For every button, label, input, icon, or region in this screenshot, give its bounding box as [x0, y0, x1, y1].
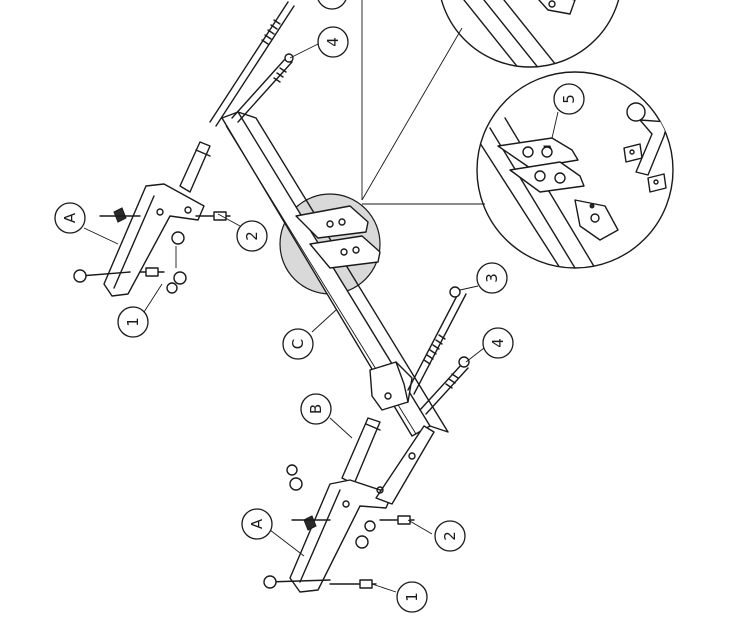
detail-view-bracket [476, 71, 674, 269]
upper-side-bracket [73, 183, 231, 297]
callout-label: 1 [403, 592, 421, 602]
callout-1-upper: 1 [117, 306, 149, 338]
callout-C: C [282, 328, 314, 360]
callout-2-lower: 2 [434, 520, 466, 552]
callout-A-upper: A [54, 202, 86, 234]
callout-B: B [300, 393, 332, 425]
tube-bracket-plates [295, 205, 381, 269]
callout-label: C [289, 339, 307, 349]
callout-2-upper: 2 [236, 220, 268, 252]
callout-3-lower: 3 [476, 262, 508, 294]
callout-label: A [248, 518, 266, 529]
callout-4-upper: 4 [317, 26, 349, 58]
callout-label: 2 [243, 231, 261, 241]
callout-4-lower: 4 [482, 327, 514, 359]
callout-label: 2 [441, 531, 459, 541]
upper-rods [209, 1, 295, 127]
callout-3-upper: 3 [317, 0, 347, 10]
callout-label: 4 [324, 37, 342, 47]
lower-rods [407, 286, 470, 415]
lower-spacer [341, 417, 381, 485]
detail-view-top [439, 0, 620, 68]
receiver-block [369, 361, 413, 411]
callout-leaders [83, 43, 559, 593]
callout-label: 3 [483, 273, 501, 283]
callout-label: 4 [489, 338, 507, 348]
callout-label: A [61, 212, 79, 223]
callout-1-lower: 1 [396, 581, 428, 613]
callout-label: B [307, 404, 325, 414]
callout-A-lower: A [241, 508, 273, 540]
lower-side-bracket [263, 425, 435, 593]
callout-label: 1 [124, 317, 142, 327]
callout-label: 5 [560, 94, 578, 104]
callout-5: 5 [553, 83, 585, 115]
upper-spacer [179, 141, 211, 193]
cross-tube [221, 111, 449, 437]
detail-leader-lines [361, 0, 485, 205]
